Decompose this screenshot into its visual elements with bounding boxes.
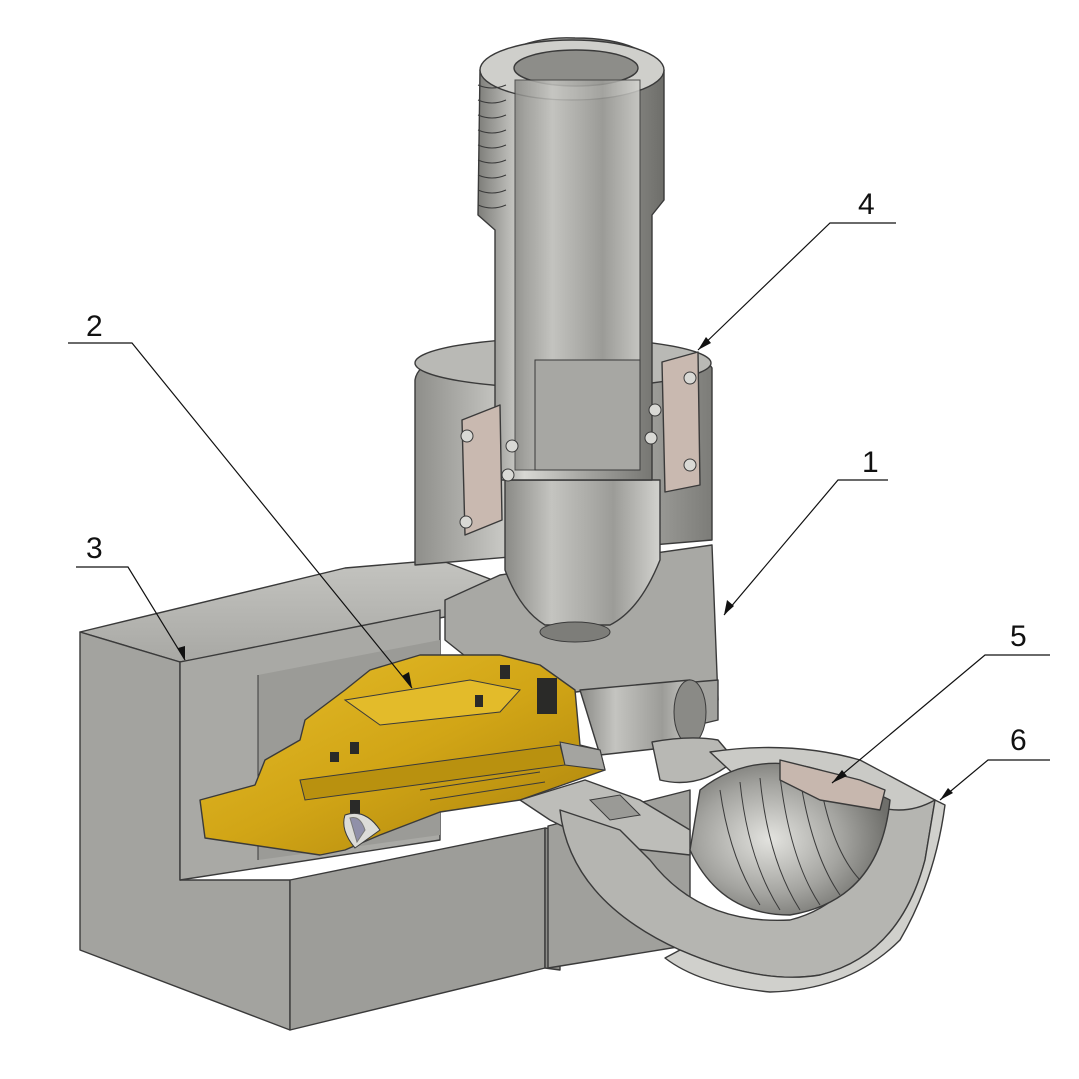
- arrowhead-4: [698, 337, 711, 350]
- callout-1: 1: [862, 446, 879, 479]
- arrowhead-2: [402, 672, 412, 688]
- upper-pipe: [477, 37, 665, 481]
- leader-lines: [68, 222, 1050, 801]
- leader-6: [939, 759, 1050, 801]
- arrowhead-6: [940, 788, 953, 800]
- arrowhead-3: [178, 646, 185, 660]
- leader-2: [68, 342, 413, 689]
- callout-labels: 1 2 3 4 5 6: [86, 188, 1027, 757]
- leader-4: [697, 222, 896, 351]
- leader-1: [723, 479, 888, 616]
- callout-4: 4: [858, 188, 875, 221]
- brass-insert: [199, 654, 606, 856]
- threaded-elbow: [559, 746, 946, 993]
- leader-5: [831, 654, 1050, 784]
- callout-5: 5: [1010, 620, 1027, 653]
- thread-grooves: [477, 84, 507, 209]
- side-plate: [519, 779, 691, 856]
- arrowhead-5: [832, 770, 847, 783]
- leader-3: [76, 566, 186, 661]
- callout-3: 3: [86, 532, 103, 565]
- inner-threads: [719, 775, 861, 911]
- callout-2: 2: [86, 310, 103, 343]
- arrowhead-1: [724, 600, 734, 615]
- callout-6: 6: [1010, 724, 1027, 757]
- seal-rings: [459, 351, 701, 536]
